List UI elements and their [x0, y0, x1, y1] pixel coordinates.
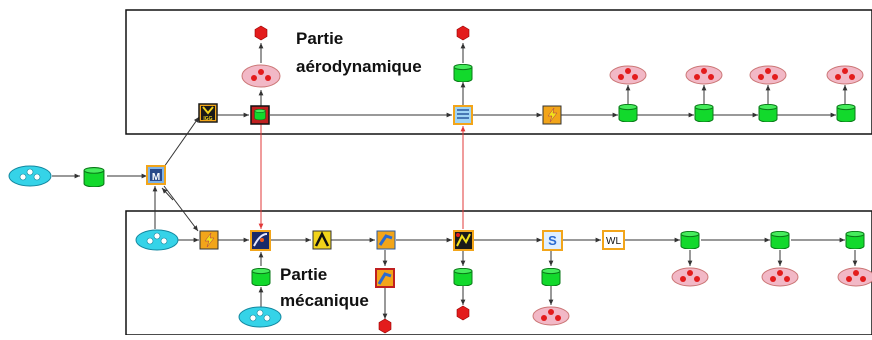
tool-fluid-solver-icon	[453, 105, 473, 125]
output-cluster	[241, 64, 281, 88]
output-cluster	[532, 306, 570, 326]
connectors	[52, 43, 858, 319]
mechanical-title-line2: mécanique	[280, 291, 369, 310]
svg-text:IGG: IGG	[203, 116, 212, 122]
mechanical-title-line1: Partie	[280, 265, 328, 284]
svg-text:WL: WL	[606, 236, 621, 247]
storage-cylinder	[83, 167, 105, 187]
input-cluster	[8, 165, 52, 187]
result-hexagon	[456, 305, 470, 321]
storage-cylinder	[541, 268, 561, 286]
tool-lambda-icon	[312, 230, 332, 250]
coupling-links	[258, 124, 466, 229]
output-cluster	[609, 65, 647, 85]
svg-text:S: S	[548, 233, 557, 248]
aerodynamic-panel	[125, 9, 872, 135]
tool-structure-check-icon	[375, 268, 395, 288]
storage-cylinder	[453, 268, 473, 286]
tool-mesh-map-icon	[250, 230, 271, 251]
tool-mesh-icon	[250, 105, 270, 125]
storage-cylinder	[251, 268, 271, 286]
aerodynamic-title-line2: aérodynamique	[296, 57, 422, 76]
input-cluster	[135, 229, 179, 251]
output-cluster	[685, 65, 723, 85]
storage-cylinder	[845, 231, 865, 249]
output-cluster	[761, 267, 799, 287]
tool-coupling-icon	[453, 230, 474, 251]
storage-cylinder	[694, 104, 714, 122]
svg-text:M: M	[152, 172, 160, 183]
mechanical-title: Partie mécanique	[280, 264, 369, 312]
tool-lightning-icon	[199, 230, 219, 250]
storage-cylinder	[770, 231, 790, 249]
tool-m-icon: M	[146, 165, 166, 185]
aerodynamic-title: Partie aérodynamique	[296, 28, 422, 78]
aerodynamic-title-line1: Partie	[296, 29, 344, 48]
tool-lightning-icon	[542, 105, 562, 125]
output-cluster	[837, 267, 872, 287]
result-hexagon	[254, 25, 268, 41]
tool-wl-box: WL	[602, 230, 625, 250]
output-cluster	[749, 65, 787, 85]
result-hexagon	[378, 318, 392, 334]
tool-s-icon: S	[542, 230, 563, 251]
input-cluster	[238, 306, 282, 328]
mechanical-panel	[125, 210, 872, 336]
output-cluster	[826, 65, 864, 85]
storage-cylinder	[758, 104, 778, 122]
tool-structure-icon	[376, 230, 396, 250]
tool-igg-icon: IGG	[198, 103, 218, 123]
storage-cylinder	[453, 64, 473, 82]
storage-cylinder	[680, 231, 700, 249]
storage-cylinder	[618, 104, 638, 122]
result-hexagon	[456, 25, 470, 41]
storage-cylinder	[836, 104, 856, 122]
output-cluster	[671, 267, 709, 287]
